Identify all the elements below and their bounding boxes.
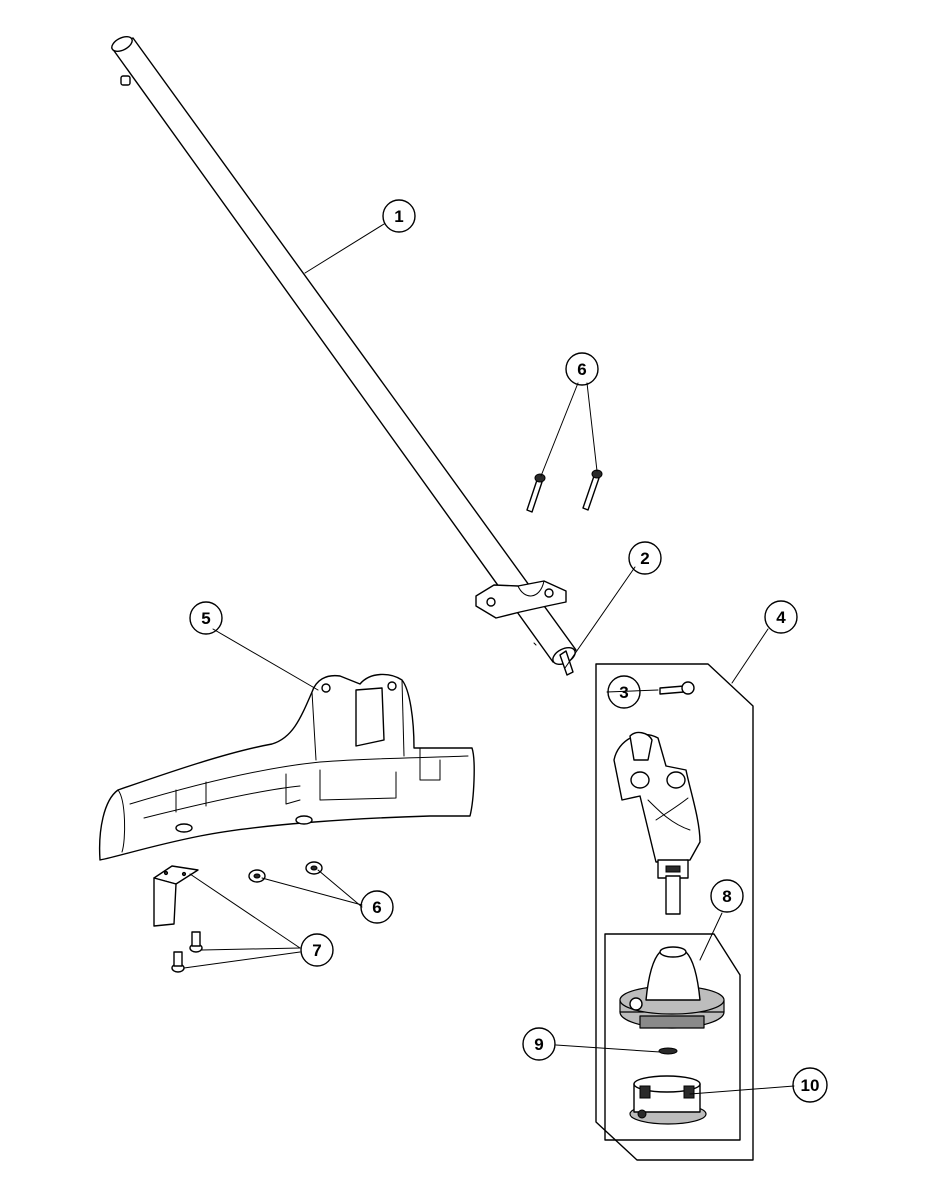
gearhead-kit-outline <box>595 663 754 1161</box>
svg-text:2: 2 <box>640 549 649 568</box>
screw-upper-right <box>582 469 603 511</box>
callout-8: 8 <box>710 879 744 913</box>
svg-text:5: 5 <box>201 609 210 628</box>
svg-text:6: 6 <box>372 898 381 917</box>
svg-text:3: 3 <box>619 683 628 702</box>
svg-text:7: 7 <box>312 941 321 960</box>
svg-text:4: 4 <box>776 608 786 627</box>
washer <box>658 1047 678 1055</box>
callout-1: 1 <box>382 199 416 233</box>
callout-6-lower: 6 <box>360 890 394 924</box>
drive-shaft-tube <box>111 35 577 676</box>
grass-deflector-guard <box>98 673 475 861</box>
spool-base <box>629 1075 707 1125</box>
nut-right <box>305 861 323 875</box>
callout-6-upper: 6 <box>565 352 599 386</box>
callout-10: 10 <box>792 1067 828 1103</box>
callout-5: 5 <box>189 601 223 635</box>
callout-3: 3 <box>607 675 641 709</box>
screw-upper-left <box>526 473 546 513</box>
l-bracket <box>153 865 199 927</box>
callout-9: 9 <box>522 1027 556 1061</box>
svg-text:8: 8 <box>722 887 731 906</box>
svg-text:9: 9 <box>534 1035 543 1054</box>
callout-7: 7 <box>300 933 334 967</box>
svg-text:1: 1 <box>394 207 403 226</box>
shaft-mounting-bracket <box>475 580 567 619</box>
leader-lines <box>183 223 795 1095</box>
svg-text:6: 6 <box>577 360 586 379</box>
callout-4: 4 <box>764 600 798 634</box>
bracket-screw-upper <box>189 931 203 953</box>
gearhead-bolt <box>659 681 695 695</box>
spool-housing <box>619 946 725 1029</box>
spool-kit-outline <box>604 933 741 1141</box>
gearhead-assembly <box>613 731 701 915</box>
callout-2: 2 <box>628 541 662 575</box>
nut-left <box>248 869 266 883</box>
bracket-screw-lower <box>171 951 185 973</box>
svg-text:10: 10 <box>801 1076 820 1095</box>
